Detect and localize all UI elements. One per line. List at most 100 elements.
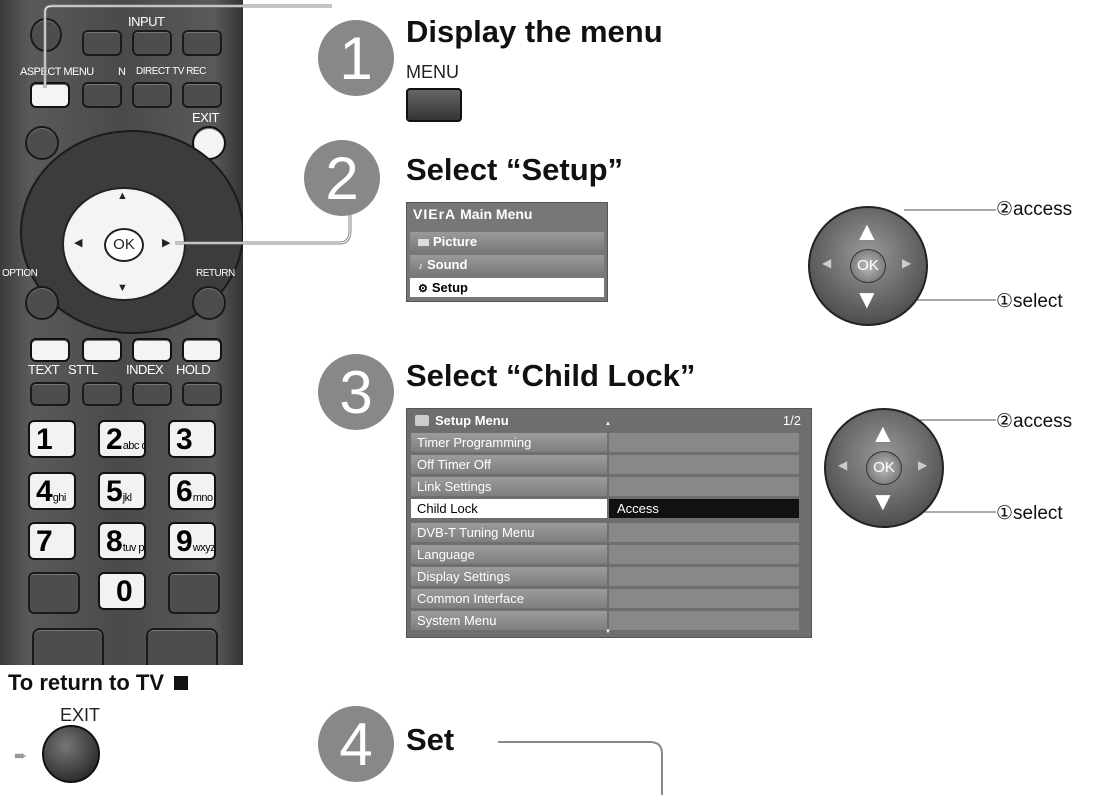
bottom-right-button[interactable]	[146, 628, 218, 665]
input-label: INPUT	[128, 14, 165, 29]
setup-value-4	[609, 523, 799, 542]
setup-menu: Setup Menu 1/2 ▲ Timer Programming Off T…	[406, 408, 812, 638]
top-button-4[interactable]	[182, 30, 222, 56]
num-key-2[interactable]: 2abc def	[98, 420, 146, 458]
num-key-6[interactable]: 6mno	[168, 472, 216, 510]
ok-pad-center[interactable]: OK	[866, 451, 902, 485]
dpad-down-icon[interactable]: ▼	[117, 282, 128, 294]
access-callout-step-2: ②access	[996, 199, 1073, 220]
dpad-up-icon[interactable]: ▲	[117, 190, 128, 202]
num-key-3[interactable]: 3	[168, 420, 216, 458]
setup-row-language[interactable]: Language	[411, 545, 607, 564]
top-button-2[interactable]	[82, 30, 122, 56]
index-label: INDEX	[126, 362, 164, 377]
setup-row-common-interface[interactable]: Common Interface	[411, 589, 607, 608]
ok-pad-right-icon: ▶	[918, 458, 928, 472]
text-button[interactable]	[30, 382, 70, 406]
num-key-5[interactable]: 5jkl	[98, 472, 146, 510]
num-key-7[interactable]: 7	[28, 522, 76, 560]
setup-menu-header: Setup Menu	[415, 413, 509, 428]
main-menu-item-picture[interactable]: Picture	[410, 232, 604, 251]
num-key-4[interactable]: 4ghi	[28, 472, 76, 510]
menu-label: MENU	[406, 62, 459, 82]
return-button[interactable]	[192, 286, 226, 320]
select-callout-step-3: ①select	[996, 503, 1063, 524]
hold-button[interactable]	[182, 382, 222, 406]
dpad-right-icon[interactable]: ▶	[162, 237, 171, 249]
setup-row-system-menu[interactable]: System Menu	[411, 611, 607, 630]
setup-row-dvbt-tuning[interactable]: DVB-T Tuning Menu	[411, 523, 607, 542]
main-menu-item-sound[interactable]: ♪Sound	[410, 255, 604, 274]
dpad-left-icon[interactable]: ◀	[74, 237, 83, 249]
ok-pad-step-2[interactable]: ▲ ▼ ◀ ▶ OK	[808, 206, 928, 326]
ok-pad-center[interactable]: OK	[850, 249, 886, 283]
step-2-title: Select “Setup”	[406, 152, 624, 187]
ok-pad-up-icon: ▲	[854, 216, 880, 246]
picture-icon	[418, 239, 429, 246]
scroll-up-icon[interactable]: ▲	[605, 421, 611, 427]
num-key-8[interactable]: 8tuv pqrs	[98, 522, 146, 560]
text-label: TEXT	[28, 362, 60, 377]
n-button[interactable]	[132, 82, 172, 108]
sound-icon: ♪	[418, 261, 423, 272]
color-button-4[interactable]	[182, 338, 222, 362]
step-1-title: Display the menu	[406, 14, 663, 49]
ok-button[interactable]: OK	[104, 228, 144, 262]
exit-button-illustration[interactable]	[42, 725, 100, 783]
num-key-9[interactable]: 9wxyz	[168, 522, 216, 560]
dpad[interactable]	[62, 187, 186, 301]
direct-tv-rec-button[interactable]	[182, 82, 222, 108]
setup-value-6	[609, 567, 799, 586]
num-left-blank[interactable]	[28, 572, 80, 614]
ok-pad-up-icon: ▲	[870, 418, 896, 448]
menu-button[interactable]	[30, 82, 70, 108]
setup-row-display-settings[interactable]: Display Settings	[411, 567, 607, 586]
ok-pad-down-icon: ▼	[854, 284, 880, 314]
aspect-menu-label: ASPECT MENU	[20, 66, 94, 78]
bottom-left-button[interactable]	[32, 628, 104, 665]
ok-pad-step-3[interactable]: ▲ ▼ ◀ ▶ OK	[824, 408, 944, 528]
stop-square-icon	[174, 676, 189, 690]
color-button-2[interactable]	[82, 338, 122, 362]
remote-control: INPUT ASPECT MENU N DIRECT TV REC EXIT O…	[0, 0, 243, 665]
sttl-button[interactable]	[82, 382, 122, 406]
step-1-number: 1	[318, 20, 394, 96]
exit-button[interactable]	[192, 126, 226, 160]
setup-menu-page: 1/2	[782, 413, 801, 428]
ok-pad-left-icon: ◀	[838, 458, 848, 472]
step-3-number: 3	[318, 354, 394, 430]
input-button[interactable]	[132, 30, 172, 56]
return-exit-label: EXIT	[60, 705, 101, 725]
setup-value-7	[609, 589, 799, 608]
n-label: N	[118, 66, 126, 78]
left-round-button[interactable]	[25, 126, 59, 160]
select-callout-step-2: ①select	[996, 291, 1063, 312]
setup-row-link-settings[interactable]: Link Settings	[411, 477, 607, 496]
option-button[interactable]	[25, 286, 59, 320]
setup-value-8	[609, 611, 799, 630]
setup-row-off-timer[interactable]: Off Timer Off	[411, 455, 607, 474]
viera-logo: VIErA	[413, 206, 457, 222]
num-key-0[interactable]: 0	[98, 572, 146, 610]
menu-button-illustration[interactable]	[406, 88, 462, 122]
setup-row-child-lock[interactable]: Child Lock	[411, 499, 607, 518]
num-right-blank[interactable]	[168, 572, 220, 614]
num-key-1[interactable]: 1	[28, 420, 76, 458]
color-button-3[interactable]	[132, 338, 172, 362]
scroll-down-icon[interactable]: ▼	[605, 629, 611, 635]
return-label: RETURN	[196, 268, 235, 279]
sttl-label: STTL	[68, 362, 98, 377]
setup-row-timer-programming[interactable]: Timer Programming	[411, 433, 607, 452]
setup-value-1	[609, 455, 799, 474]
step-4-number: 4	[318, 706, 394, 782]
main-menu-item-setup[interactable]: ⚙Setup	[410, 278, 604, 297]
index-button[interactable]	[132, 382, 172, 406]
color-button-1[interactable]	[30, 338, 70, 362]
aspect-button[interactable]	[82, 82, 122, 108]
access-callout-step-3: ②access	[996, 411, 1073, 432]
ok-pad-down-icon: ▼	[870, 486, 896, 516]
setup-value-child-lock[interactable]: Access	[609, 499, 799, 518]
